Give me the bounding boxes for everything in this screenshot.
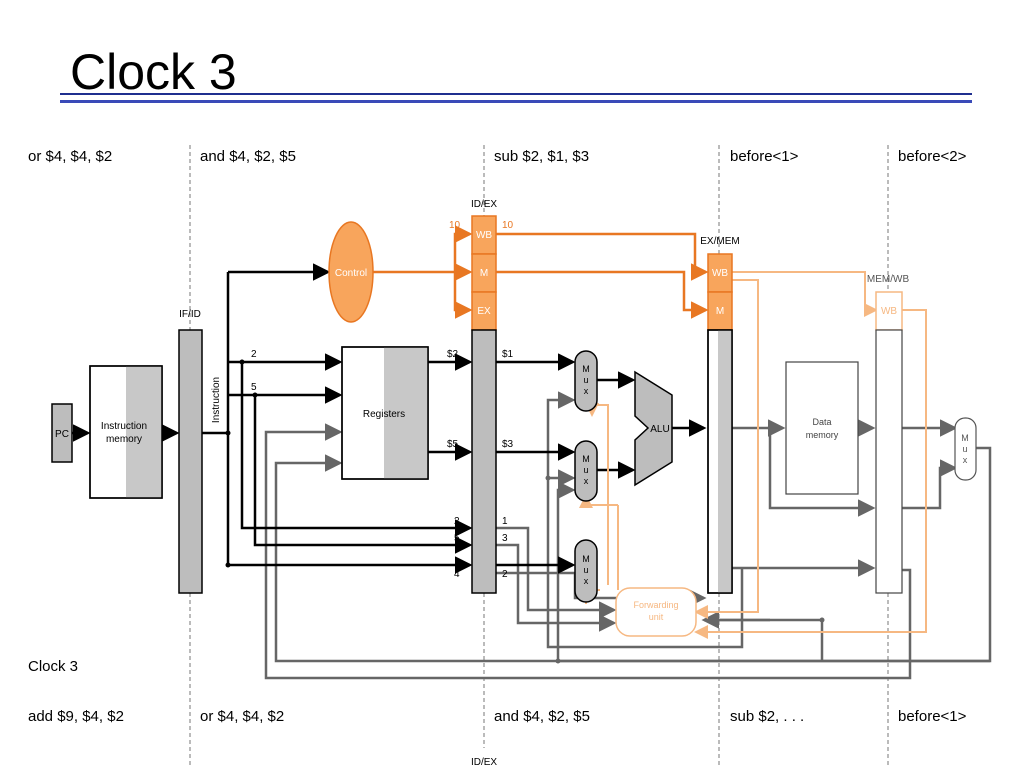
- id-ex-register: ID/EX WB M EX: [471, 199, 497, 594]
- control-wires: [372, 225, 709, 319]
- svg-text:memory: memory: [806, 430, 839, 440]
- mem-wb-register: MEM/WB WB: [867, 274, 910, 594]
- data-memory: Data memory: [785, 361, 859, 495]
- title-rule-accent: [60, 100, 972, 103]
- instruction-memory-label-1: Instruction: [101, 421, 147, 432]
- svg-text:u: u: [962, 444, 967, 454]
- svg-text:M: M: [582, 554, 590, 564]
- next-stage-label-mem: sub $2, . . .: [730, 708, 805, 725]
- idex-rs-out-label: 1: [502, 516, 508, 527]
- slide-title: Clock 3: [70, 44, 237, 100]
- next-stage-label-ex: and $4, $2, $5: [494, 708, 590, 725]
- svg-text:M: M: [582, 364, 590, 374]
- ex-mem-wb-label: WB: [712, 268, 728, 279]
- forwarding-unit: Forwarding unit: [615, 587, 697, 637]
- svg-text:Data: Data: [812, 417, 831, 427]
- if-id-register: IF/ID: [178, 309, 203, 594]
- idex-rt-in-label: 5: [454, 533, 460, 544]
- mem-wb-label: MEM/WB: [867, 274, 910, 285]
- rt-field-label: 5: [251, 382, 257, 393]
- svg-text:x: x: [584, 576, 589, 586]
- instruction-bus-label: Instruction: [211, 377, 222, 423]
- svg-text:x: x: [584, 386, 589, 396]
- faded-control-wires: [579, 271, 927, 639]
- reg-read-1-label: $2: [447, 349, 459, 360]
- next-id-ex-label: ID/EX: [471, 757, 497, 768]
- writeback-mux: M u x: [954, 417, 977, 481]
- black-wires: [72, 263, 707, 574]
- alu-mux-a: M u x: [574, 350, 598, 412]
- gray-wires: [264, 391, 992, 680]
- svg-text:M: M: [961, 433, 969, 443]
- idex-rd-out-label: 2: [502, 569, 508, 580]
- pc-register: PC: [51, 403, 73, 463]
- regdst-mux: M u x: [574, 539, 598, 603]
- stage-label-ex: sub $2, $1, $3: [494, 148, 590, 165]
- svg-text:u: u: [583, 465, 588, 475]
- id-ex-label: ID/EX: [471, 199, 497, 210]
- registers-label: Registers: [363, 409, 405, 420]
- stage-label-wb: before<2>: [898, 148, 967, 165]
- instruction-memory-label-2: memory: [106, 434, 142, 445]
- next-stage-label-wb: before<1>: [898, 708, 967, 725]
- pc-label: PC: [55, 429, 69, 440]
- control-unit: Control: [328, 221, 374, 323]
- ex-read-2-label: $3: [502, 439, 514, 450]
- svg-text:x: x: [584, 476, 589, 486]
- stage-label-mem: before<1>: [730, 148, 799, 165]
- instruction-memory: Instruction memory: [89, 365, 163, 499]
- stage-label-id: and $4, $2, $5: [200, 148, 296, 165]
- ex-read-1-label: $1: [502, 349, 514, 360]
- idex-rd-in-label: 4: [454, 569, 460, 580]
- stage-label-if: or $4, $4, $2: [28, 148, 113, 165]
- svg-text:x: x: [963, 455, 968, 465]
- alu: ALU: [634, 370, 673, 487]
- svg-text:u: u: [583, 375, 588, 385]
- control-out-value: 10: [502, 220, 514, 231]
- rs-field-label: 2: [251, 349, 257, 360]
- ex-mem-m-label: M: [716, 306, 724, 317]
- svg-text:u: u: [583, 565, 588, 575]
- idex-rs-in-label: 2: [454, 516, 460, 527]
- reg-read-2-label: $5: [447, 439, 459, 450]
- title-rule: [60, 93, 972, 95]
- next-stage-label-if: add $9, $4, $2: [28, 708, 124, 725]
- clock-label: Clock 3: [28, 658, 79, 675]
- idex-rt-out-label: 3: [502, 533, 508, 544]
- svg-text:Forwarding: Forwarding: [633, 600, 678, 610]
- svg-text:M: M: [582, 454, 590, 464]
- id-ex-ex-label: EX: [477, 306, 491, 317]
- register-file: Registers: [341, 346, 429, 480]
- id-ex-wb-label: WB: [476, 230, 492, 241]
- alu-mux-b: M u x: [574, 440, 598, 502]
- id-ex-m-label: M: [480, 268, 488, 279]
- next-stage-label-id: or $4, $4, $2: [200, 708, 285, 725]
- ex-mem-register: EX/MEM WB M: [700, 236, 740, 594]
- control-in-value: 10: [449, 220, 461, 231]
- stage-dividers: [189, 145, 889, 768]
- svg-text:unit: unit: [649, 612, 664, 622]
- control-label: Control: [335, 268, 367, 279]
- alu-label: ALU: [650, 424, 669, 435]
- ex-mem-label: EX/MEM: [700, 236, 739, 247]
- if-id-label: IF/ID: [179, 309, 201, 320]
- mem-wb-wb-label: WB: [881, 306, 897, 317]
